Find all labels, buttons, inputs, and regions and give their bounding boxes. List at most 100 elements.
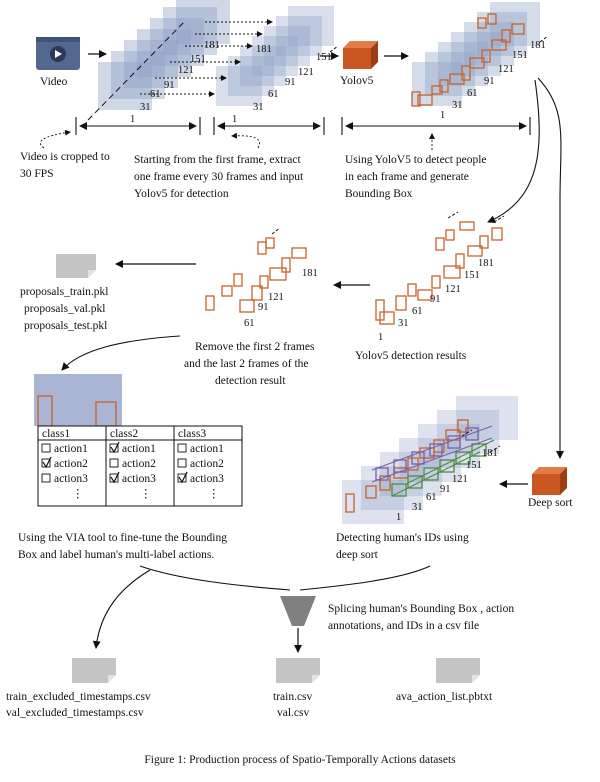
note-splice-line2: annotations, and IDs in a csv file	[328, 620, 479, 632]
action-label: action2	[190, 458, 224, 470]
person-bounding-box	[251, 285, 263, 301]
frame-number: 121	[178, 65, 194, 76]
action-label: action3	[122, 473, 156, 485]
action-list-file-icon	[436, 658, 480, 683]
frame-number: 61	[467, 88, 478, 99]
person-bounding-box	[291, 247, 307, 259]
sampled-frame	[240, 46, 286, 86]
excluded-file-1: train_excluded_timestamps.csv	[6, 691, 151, 703]
frame-number: 181	[530, 40, 546, 51]
note-ids-line1: Detecting human's IDs using	[336, 532, 469, 544]
note-ids-line2: deep sort	[336, 549, 379, 561]
more-actions-ellipsis: ⋮	[140, 488, 152, 500]
sampled-frame	[264, 26, 310, 66]
tracked-box	[429, 443, 443, 457]
frame-number: 1	[396, 512, 401, 523]
person-bounding-box	[457, 419, 469, 433]
frame-number: 121	[298, 67, 314, 78]
tracked-box	[407, 475, 423, 489]
frame-number: 61	[268, 89, 279, 100]
person-bounding-box	[281, 257, 291, 273]
person-bounding-box	[407, 283, 417, 297]
tracked-box	[393, 459, 407, 473]
person-bounding-box	[511, 23, 525, 35]
action-label: action1	[122, 443, 156, 455]
excluded-file-2: val_excluded_timestamps.csv	[6, 707, 144, 719]
person-bounding-box	[477, 17, 487, 29]
action-checkbox[interactable]	[109, 458, 119, 468]
check-mark-icon	[178, 471, 188, 484]
val-csv-file: val.csv	[277, 707, 310, 719]
note-detect-line1: Using YoloV5 to detect people	[345, 154, 487, 166]
action-label: action2	[122, 458, 156, 470]
person-bounding-box	[259, 275, 269, 289]
video-frame	[150, 18, 204, 66]
action-checkbox[interactable]	[41, 473, 51, 483]
person-bounding-box	[411, 91, 421, 107]
frame-number: 181	[302, 268, 318, 279]
note-detect-line3: Bounding Box	[345, 188, 413, 200]
person-bounding-box	[433, 439, 445, 453]
track-line	[405, 439, 495, 485]
frame-number: 61	[244, 318, 255, 329]
note-fps-line1: Video is cropped to	[20, 151, 110, 163]
video-label: Video	[40, 76, 68, 88]
note-via-line1: Using the VIA tool to fine-tune the Boun…	[18, 532, 227, 544]
detected-frame	[438, 42, 488, 86]
action-checkbox[interactable]	[177, 458, 187, 468]
frame-number: 61	[412, 306, 423, 317]
video-frame	[111, 51, 165, 99]
note-splice-line1: Splicing human's Bounding Box , action	[328, 603, 514, 615]
person-bounding-box	[491, 39, 507, 51]
note-pointers	[39, 129, 435, 150]
frame-number: 91	[430, 294, 441, 305]
frame-number: 151	[512, 50, 528, 61]
frame-number: 181	[482, 448, 498, 459]
action-label: action3	[190, 473, 224, 485]
train-val-file-icon	[276, 658, 320, 683]
tracked-box	[411, 451, 425, 465]
person-bounding-box	[233, 273, 243, 287]
person-bounding-box	[417, 289, 433, 301]
train-csv-file: train.csv	[273, 691, 313, 703]
action-label: action3	[54, 473, 88, 485]
frame-number: 121	[268, 292, 284, 303]
yolov5-label: Yolov5	[340, 75, 374, 87]
person-bounding-box	[379, 475, 391, 491]
class-header: class2	[110, 428, 138, 440]
note-fps-line2: 30 FPS	[20, 168, 54, 180]
frame-number: 91	[258, 302, 269, 313]
person-bounding-box	[479, 235, 489, 249]
tracked-box	[391, 483, 407, 497]
frame-number: 31	[412, 502, 423, 513]
person-bounding-box	[439, 79, 449, 93]
frame-number: 181	[478, 258, 494, 269]
person-bounding-box	[205, 295, 215, 311]
action-label: action2	[54, 458, 88, 470]
person-bounding-box	[265, 237, 275, 249]
action-checkbox[interactable]	[41, 443, 51, 453]
frame-number: 151	[466, 460, 482, 471]
person-bounding-box	[435, 237, 445, 251]
person-bounding-box	[393, 467, 409, 479]
person-bounding-box	[365, 485, 377, 499]
tracked-box	[471, 443, 487, 457]
person-bounding-box	[491, 227, 503, 241]
frame-number: 31	[398, 318, 409, 329]
frame-number: 1	[130, 114, 135, 125]
sampled-frame	[216, 66, 262, 106]
deep-sort-cube-icon	[532, 467, 567, 495]
frame-number: 151	[190, 54, 206, 65]
person-bounding-box	[419, 447, 435, 459]
action-checkbox[interactable]	[177, 443, 187, 453]
frame-number: 151	[316, 52, 332, 63]
person-bounding-box	[487, 13, 497, 25]
person-bounding-box	[269, 267, 287, 281]
tracked-box	[423, 467, 439, 481]
sampling-arrows	[140, 19, 273, 97]
